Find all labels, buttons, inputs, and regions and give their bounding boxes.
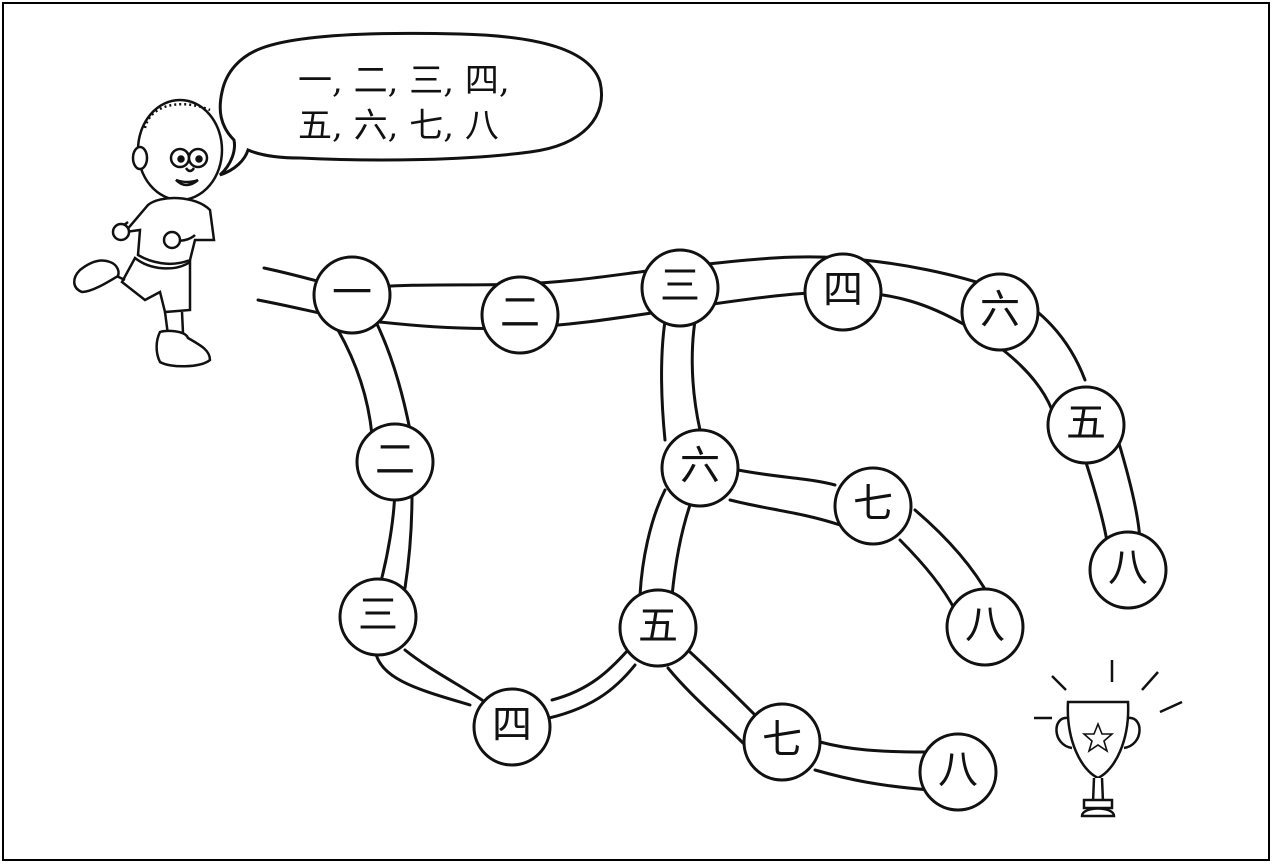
path-bottom-lower xyxy=(666,666,932,792)
node-label: 五 xyxy=(638,603,678,649)
node-label: 八 xyxy=(965,602,1005,648)
path-right-inner xyxy=(1080,448,1110,550)
node-label: 五 xyxy=(1066,400,1106,446)
node-label: 四 xyxy=(492,702,532,748)
node-label: 二 xyxy=(375,437,415,483)
speech-bubble-shape xyxy=(218,31,603,177)
node-mid-3[interactable]: 八 xyxy=(918,732,998,812)
node-right-2[interactable]: 七 xyxy=(833,466,913,546)
node-top-2[interactable]: 二 xyxy=(480,275,560,355)
node-label: 八 xyxy=(938,747,978,793)
node-left-2[interactable]: 三 xyxy=(338,577,418,657)
node-top-1[interactable]: 一 xyxy=(312,255,392,335)
path-mid-right-lower xyxy=(728,498,957,612)
running-boy-icon xyxy=(73,98,224,368)
node-left-1[interactable]: 二 xyxy=(355,422,435,502)
path-left-inner xyxy=(373,318,630,702)
node-mid-1[interactable]: 五 xyxy=(618,588,698,668)
speech-bubble-line2: 五, 六, 七, 八 xyxy=(298,106,499,146)
node-label: 八 xyxy=(1108,545,1148,591)
node-label: 七 xyxy=(762,717,802,763)
speech-bubble: 一, 二, 三, 四, 五, 六, 七, 八 xyxy=(218,31,603,177)
path-right-outer xyxy=(1116,438,1142,547)
node-right-1[interactable]: 六 xyxy=(660,428,740,508)
node-top-6[interactable]: 五 xyxy=(1046,385,1126,465)
node-label: 四 xyxy=(823,267,863,313)
node-top-4[interactable]: 四 xyxy=(803,252,883,332)
node-label: 三 xyxy=(660,263,700,309)
node-top-3[interactable]: 三 xyxy=(640,248,720,328)
path-mid-down-right xyxy=(670,503,692,598)
node-left-3[interactable]: 四 xyxy=(472,687,552,767)
path-bottom-upper xyxy=(688,650,927,754)
node-label: 一 xyxy=(332,270,372,316)
maze-nodes: 一 二 三 四 六 五 八 二 三 四 五 七 八 六 七 八 xyxy=(312,248,1168,812)
node-label: 七 xyxy=(853,481,893,527)
node-label: 六 xyxy=(680,443,720,489)
node-top-5[interactable]: 六 xyxy=(960,272,1040,352)
node-label: 六 xyxy=(980,287,1020,333)
path-mid-down-left xyxy=(638,488,667,597)
node-label: 三 xyxy=(358,592,398,638)
node-label: 二 xyxy=(500,290,540,336)
trophy-icon xyxy=(1034,660,1183,818)
path-left-outer xyxy=(336,328,637,722)
node-mid-2[interactable]: 七 xyxy=(742,702,822,782)
node-top-7[interactable]: 八 xyxy=(1088,530,1168,610)
node-right-3[interactable]: 八 xyxy=(945,587,1025,667)
speech-bubble-line1: 一, 二, 三, 四, xyxy=(298,61,510,101)
